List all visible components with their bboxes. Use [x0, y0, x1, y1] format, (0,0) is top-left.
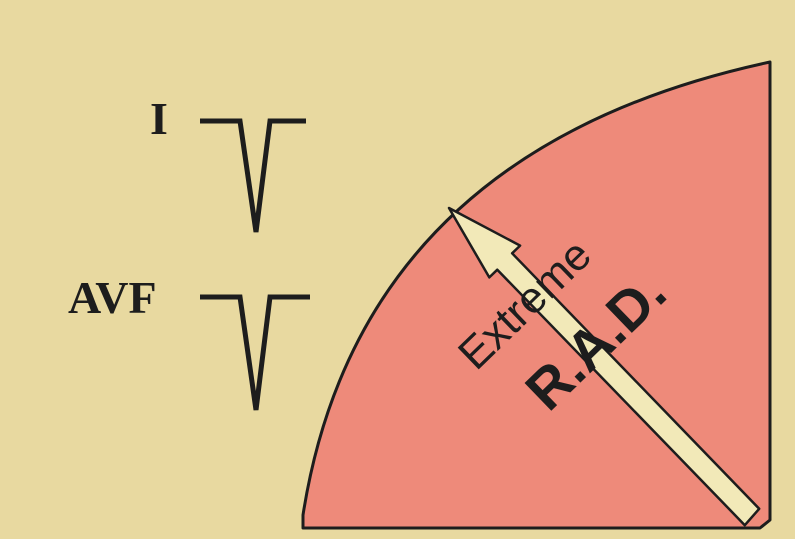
lead-i-group: I: [150, 93, 306, 233]
lead-i-label: I: [150, 93, 168, 144]
lead-avf-waveform: [200, 294, 310, 411]
lead-i-waveform: [200, 118, 306, 233]
axis-arrow: [447, 206, 761, 527]
lead-avf-label: AVF: [68, 272, 157, 323]
lead-avf-group: AVF: [68, 272, 310, 411]
